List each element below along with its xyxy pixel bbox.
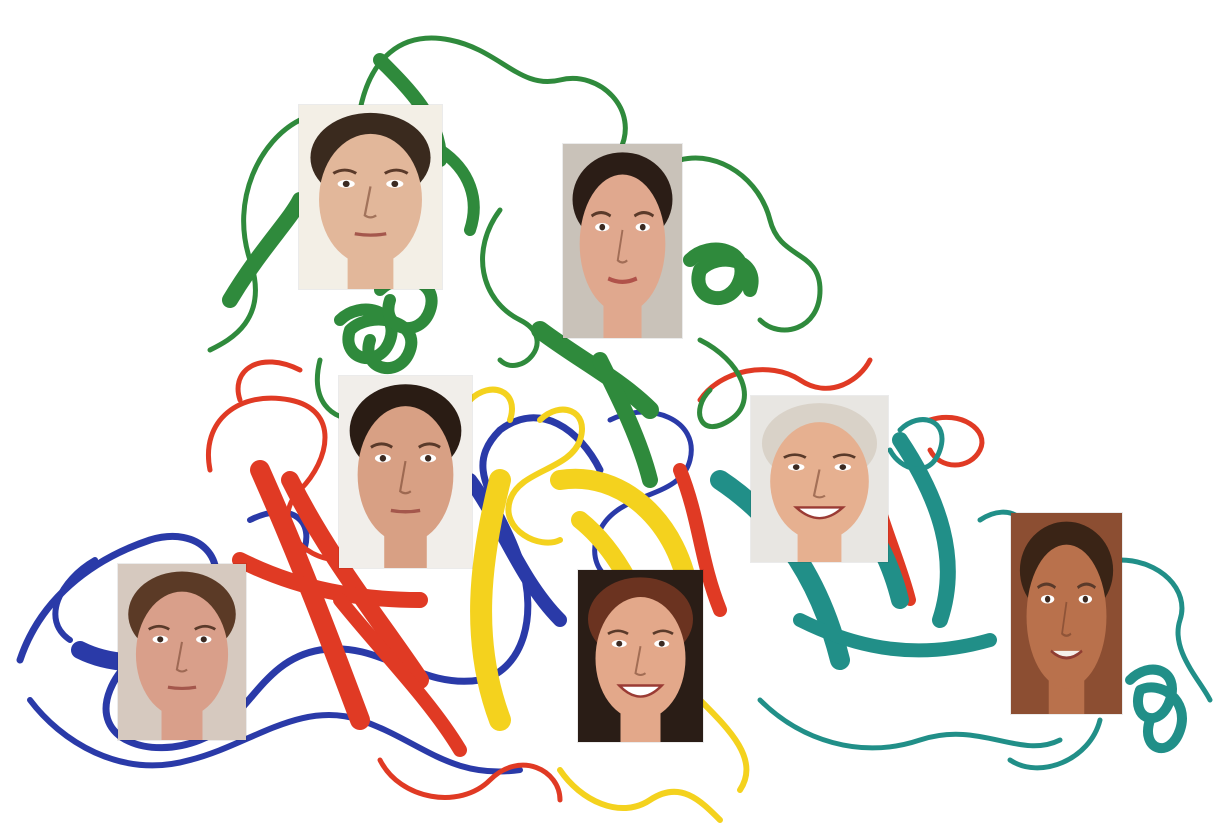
- face-portrait: [299, 105, 442, 289]
- face-portrait: [339, 376, 472, 568]
- yellow-strand: [481, 480, 500, 720]
- right-iris: [425, 455, 431, 462]
- yellow-loop: [700, 700, 746, 790]
- left-iris: [380, 455, 386, 462]
- green-loop: [483, 210, 538, 365]
- left-iris: [616, 641, 622, 647]
- face: [596, 597, 686, 720]
- green-strand: [540, 330, 650, 410]
- teal-helix: [1130, 670, 1182, 749]
- green-loop: [210, 120, 300, 350]
- face-portrait: [751, 396, 888, 562]
- right-iris: [640, 224, 646, 231]
- face: [358, 406, 454, 543]
- face-photo-man-center-left: [339, 376, 472, 568]
- left-iris: [599, 224, 605, 231]
- face: [1027, 545, 1107, 689]
- mouth: [391, 510, 420, 511]
- green-strand: [230, 200, 300, 300]
- right-iris: [391, 181, 398, 187]
- right-iris: [201, 636, 207, 642]
- face-photo-woman-bottom-center-smiling: [578, 570, 703, 742]
- face-photo-woman-bottom-left: [118, 564, 246, 740]
- right-iris: [1083, 596, 1088, 603]
- green-helix: [340, 310, 411, 369]
- right-iris: [840, 464, 847, 470]
- right-iris: [659, 641, 665, 647]
- face: [770, 422, 869, 541]
- face-photo-man-right-smiling: [1011, 513, 1122, 714]
- left-iris: [1045, 596, 1050, 603]
- face-portrait: [563, 144, 682, 338]
- face: [136, 592, 228, 718]
- face-portrait: [1011, 513, 1122, 714]
- red-loop: [238, 362, 300, 400]
- mouth: [168, 687, 196, 688]
- green-helix: [690, 250, 752, 299]
- face: [580, 174, 666, 313]
- face-photo-woman-right-smiling: [751, 396, 888, 562]
- face-photo-woman-top-center: [563, 144, 682, 338]
- red-loop: [700, 360, 870, 400]
- mouth: [355, 234, 386, 235]
- face-portrait: [578, 570, 703, 742]
- green-loop: [700, 340, 745, 427]
- face-photo-man-top-left: [299, 105, 442, 289]
- face: [319, 134, 422, 265]
- left-iris: [793, 464, 800, 470]
- left-iris: [343, 181, 350, 187]
- left-iris: [157, 636, 163, 642]
- face-portrait: [118, 564, 246, 740]
- green-loop: [680, 158, 820, 330]
